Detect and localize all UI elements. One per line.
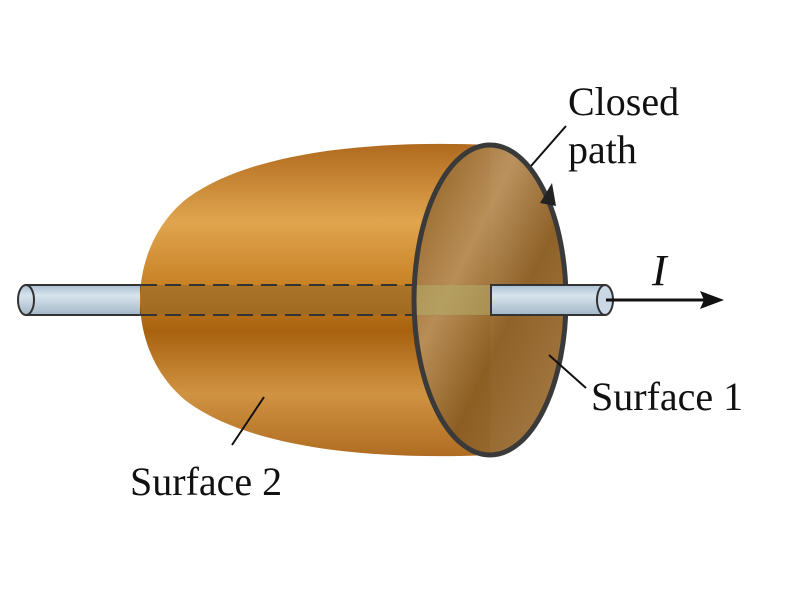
right-arrow-icon: [606, 291, 724, 309]
closed-path-label-line1: Closed: [568, 79, 679, 124]
surface2-leader: [231, 396, 265, 446]
wire-through-disk: [415, 285, 493, 315]
closed-path-label-line2: path: [568, 127, 637, 172]
wire-right: [490, 284, 614, 316]
surface2-label: Surface 2: [130, 459, 282, 504]
current-label: I: [651, 246, 669, 295]
closed-path-arrow-icon: [540, 183, 556, 206]
surface1-leader: [548, 354, 587, 389]
closed-path-leader: [530, 125, 567, 167]
wire-left: [17, 284, 142, 316]
surface1-label: Surface 1: [591, 374, 743, 419]
